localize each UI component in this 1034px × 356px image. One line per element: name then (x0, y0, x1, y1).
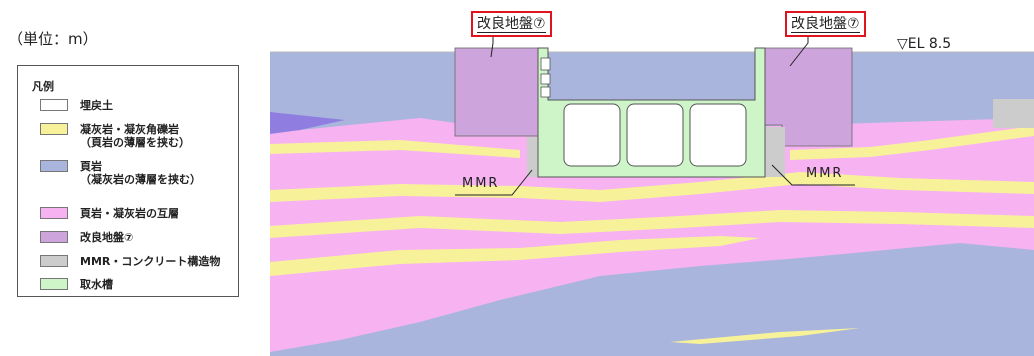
legend-label-tuff: 凝灰岩・凝灰角礫岩 （頁岩の薄層を挟む） (80, 123, 190, 149)
tuff-band-5 (270, 236, 760, 276)
mmr-leader-left (455, 169, 533, 196)
legend-item-backfill: 埋戻土 (40, 99, 113, 112)
improved-ground-label-right-text: 改良地盤⑦ (791, 16, 860, 33)
legend-swatch-shale (40, 160, 68, 172)
legend-swatch-tuff (40, 123, 68, 135)
legend-label-shale: 頁岩 （凝灰岩の薄層を挟む） (80, 160, 201, 186)
improved-ground-label-left: 改良地盤⑦ (471, 11, 552, 37)
improved-wedge-left (270, 112, 345, 134)
legend-item-alternation: 頁岩・凝灰岩の互層 (40, 207, 179, 220)
legend-item-improved-ground: 改良地盤⑦ (40, 231, 133, 244)
tuff-band-4 (270, 210, 1034, 238)
legend-swatch-backfill (40, 99, 68, 111)
leader-right (789, 36, 809, 67)
mmr-label-right: MMR (806, 166, 844, 181)
improved-ground-label-right: 改良地盤⑦ (785, 11, 866, 37)
tank-opening-3 (540, 86, 551, 98)
concrete-block-right (993, 99, 1034, 128)
legend-label-backfill: 埋戻土 (80, 99, 113, 112)
legend-swatch-alternation (40, 207, 68, 219)
tank-opening-2 (540, 73, 551, 85)
tuff-lens (670, 328, 860, 344)
legend-swatch-mmr (40, 255, 68, 267)
legend-item-shale: 頁岩 （凝灰岩の薄層を挟む） (40, 160, 201, 186)
legend-item-mmr: MMR・コンクリート構造物 (40, 255, 220, 268)
tuff-band-1 (270, 140, 520, 158)
legend-item-intake-tank: 取水槽 (40, 278, 113, 291)
legend-panel: 凡例 埋戻土 凝灰岩・凝灰角礫岩 （頁岩の薄層を挟む） 頁岩 （凝灰岩の薄層を挟… (17, 65, 239, 297)
tuff-band-2 (790, 126, 1034, 160)
legend-swatch-intake-tank (40, 278, 68, 290)
unit-label: （単位：m） (8, 30, 98, 48)
legend-swatch-improved-ground (40, 231, 68, 243)
legend-label-improved-ground: 改良地盤⑦ (80, 231, 134, 244)
tank-chamber-3 (689, 103, 747, 167)
tank-chamber-2 (626, 103, 684, 167)
mmr-leader-right (771, 164, 855, 186)
mmr-label-left: MMR (462, 176, 500, 191)
leader-left (490, 36, 494, 58)
tank-chamber-1 (563, 103, 621, 167)
legend-title: 凡例 (32, 80, 54, 93)
improved-ground-left (454, 47, 546, 137)
tank-opening-1 (540, 57, 551, 71)
legend-label-mmr: MMR・コンクリート構造物 (80, 255, 221, 268)
legend-label-alternation: 頁岩・凝灰岩の互層 (80, 207, 179, 220)
legend-label-intake-tank: 取水槽 (80, 278, 113, 291)
legend-item-tuff: 凝灰岩・凝灰角礫岩 （頁岩の薄層を挟む） (40, 123, 190, 149)
elevation-label: ▽EL 8.5 (897, 36, 952, 52)
improved-ground-label-left-text: 改良地盤⑦ (477, 16, 546, 33)
